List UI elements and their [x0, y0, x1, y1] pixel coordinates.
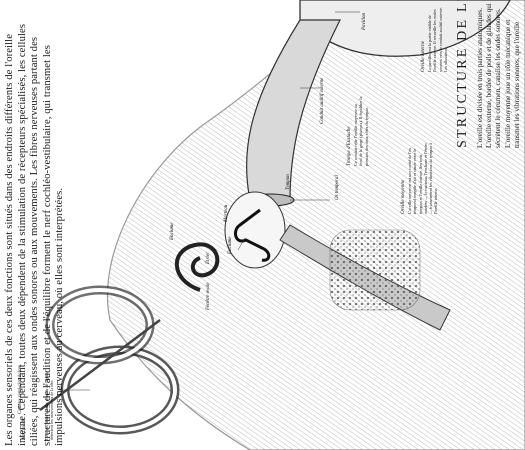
label-conduit-auditif-externe: Conduit auditif externe: [320, 78, 326, 124]
note-oreille-externe-text: Le pavillon est la partie visible de l'o…: [427, 6, 448, 72]
middle-ear-cavity-shape: [225, 192, 285, 268]
label-fenetre-ovale: Fenêtre ovale: [206, 283, 212, 310]
note-oreille-moyenne-title: Oreille moyenne: [400, 142, 407, 214]
label-pavillon: Pavillon: [362, 13, 368, 30]
label-enclume-top: Enclume: [170, 223, 176, 241]
label-nerf-facial: Nerf facial: [22, 418, 28, 440]
label-enclume: Enclume: [228, 237, 234, 255]
section-heading: STRUCTURE DE L'OREILLE: [455, 0, 471, 148]
air-cells-shape: [330, 230, 420, 310]
note-oreille-moyenne: Oreille moyenne L'oreille moyenne est un…: [400, 142, 439, 214]
note-oreille-externe: Oreille externe Le pavillon est la parti…: [420, 6, 448, 72]
section-paragraph: L'oreille est divisée en trois parties a…: [476, 2, 522, 148]
intro-paragraph: Les organes sensoriels de ces deux fonct…: [4, 2, 67, 446]
note-trompe-title: Trompe d'Eustache: [346, 96, 353, 166]
note-canaux-text: Ces trois petits canaux remplis de liqui…: [44, 371, 54, 440]
label-tympan: Tympan: [286, 174, 292, 190]
note-oreille-externe-title: Oreille externe: [420, 6, 427, 72]
label-etrier: Étrier: [206, 252, 212, 264]
label-marteau: Marteau: [224, 205, 230, 222]
label-os-temporal: Os temporal: [335, 175, 341, 200]
label-canaux-semi-circulaires: Canaux semi-circulaires: [18, 365, 24, 414]
note-canaux: Ces trois petits canaux remplis de liqui…: [44, 360, 55, 440]
note-trompe-text: Ce conduit relie l'oreille moyenne au fo…: [353, 96, 369, 166]
note-trompe-eustache: Trompe d'Eustache Ce conduit relie l'ore…: [346, 96, 369, 166]
note-oreille-moyenne-text: L'oreille moyenne est une cavité de l'os…: [407, 142, 439, 214]
